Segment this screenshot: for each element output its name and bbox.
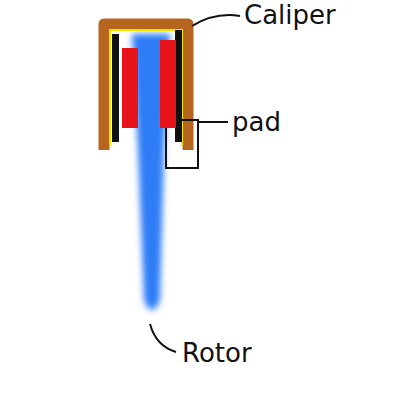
leader-line — [192, 15, 240, 26]
caliper-body — [104, 24, 188, 150]
leader-line — [198, 121, 228, 123]
backing-plate — [175, 30, 182, 142]
caliper-inner-edge — [110, 30, 182, 146]
brake-pad — [122, 48, 138, 128]
part-label: Rotor — [182, 340, 252, 366]
brake-pad — [160, 40, 176, 128]
part-label: Caliper — [244, 2, 336, 28]
leader-bracket — [166, 120, 198, 168]
backing-plate — [112, 34, 119, 142]
leader-line — [150, 324, 176, 352]
part-label: pad — [232, 109, 281, 135]
